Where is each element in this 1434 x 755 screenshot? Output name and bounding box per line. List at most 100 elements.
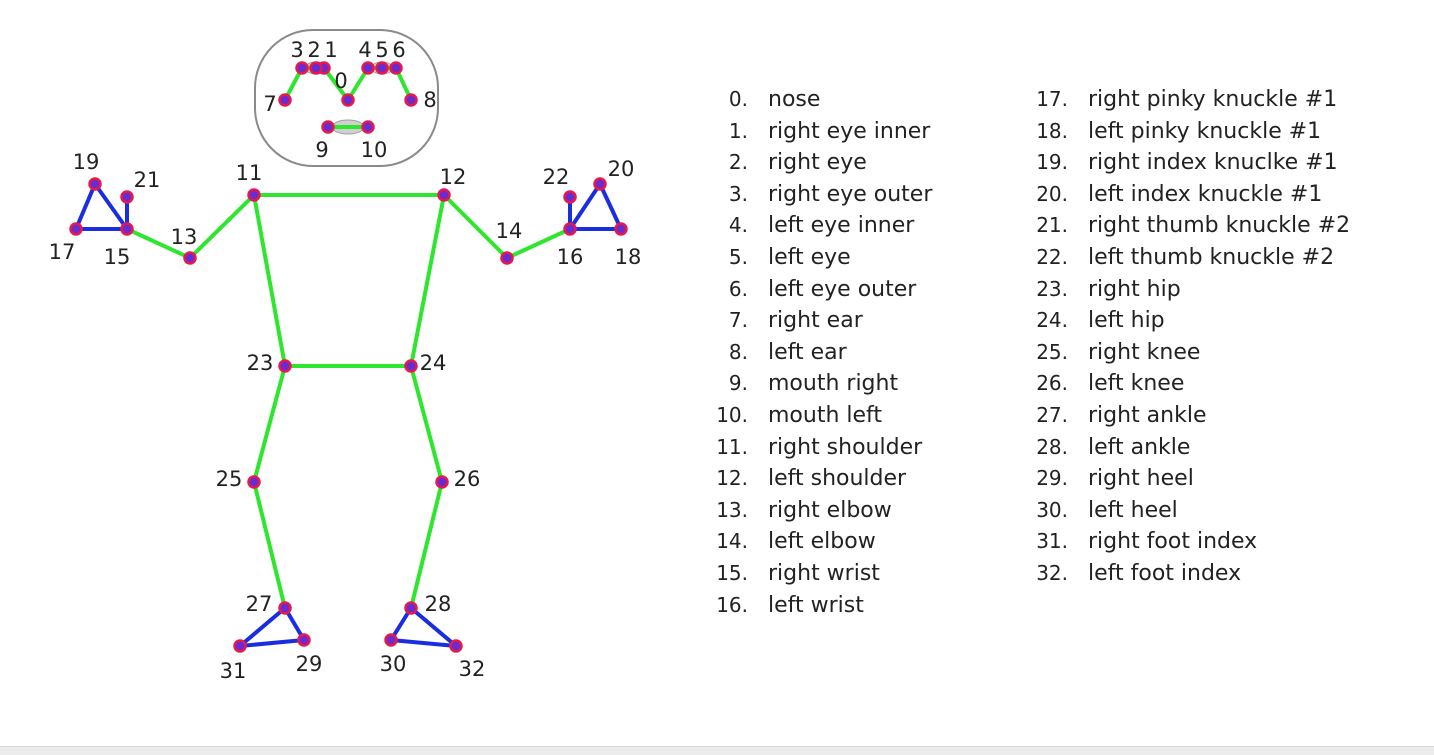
- keypoint-22: [563, 190, 577, 204]
- legend-item-label: right eye outer: [768, 181, 933, 207]
- legend-item: 12.left shoulder: [700, 463, 1020, 495]
- legend-item-label: right elbow: [768, 497, 892, 523]
- legend-item-label: left heel: [1088, 497, 1178, 523]
- legend-item: 1.right eye inner: [700, 116, 1020, 148]
- legend-item: 18. left pinky knuckle #1: [1020, 116, 1420, 148]
- keypoint-11: [247, 188, 261, 202]
- connections: [74, 66, 623, 648]
- legend-item-number: 8.: [728, 339, 748, 364]
- keypoint-label-19: 19: [73, 150, 100, 174]
- keypoint-17: [69, 222, 83, 236]
- keypoint-label-32: 32: [459, 657, 486, 681]
- legend-item: 11.right shoulder: [700, 432, 1020, 464]
- keypoint-32: [449, 639, 463, 653]
- legend-item-label: right thumb knuckle #2: [1088, 213, 1351, 239]
- keypoint-label-25: 25: [216, 467, 243, 491]
- legend-item: 26.left knee: [1020, 368, 1420, 400]
- legend-item-number: 7.: [728, 308, 748, 333]
- legend-item-number: 25.: [1036, 339, 1068, 364]
- keypoint-label-16: 16: [557, 245, 584, 269]
- legend-item-label: left hip: [1088, 308, 1165, 334]
- keypoint-label-23: 23: [247, 351, 274, 375]
- legend-item-number: 28.: [1036, 434, 1068, 459]
- legend-item-number: 14.: [716, 529, 748, 554]
- keypoint-7: [278, 93, 292, 107]
- keypoint-23: [278, 359, 292, 373]
- keypoint-29: [297, 633, 311, 647]
- keypoint-18: [614, 222, 628, 236]
- keypoint-label-27: 27: [246, 592, 273, 616]
- legend-item: 15.right wrist: [700, 558, 1020, 590]
- keypoint-label-9: 9: [315, 138, 328, 162]
- keypoint-30: [384, 633, 398, 647]
- limb-connection-30-32: [389, 638, 458, 648]
- keypoint-label-28: 28: [425, 592, 452, 616]
- body-connection-23-25: [252, 364, 287, 484]
- legend-item-number: 3.: [728, 181, 748, 206]
- keypoint-0: [341, 93, 355, 107]
- legend-item-label: right foot index: [1088, 529, 1258, 555]
- legend-item: 30.left heel: [1020, 495, 1420, 527]
- keypoint-5: [375, 61, 389, 75]
- legend-item: 20.left index knuckle #1: [1020, 179, 1420, 211]
- keypoint-15: [120, 222, 134, 236]
- limb-connection-18-20: [598, 182, 623, 231]
- legend-item: 23.right hip: [1020, 274, 1420, 306]
- legend-item-label: right knee: [1088, 339, 1201, 365]
- legend-item-label: right hip: [1088, 276, 1181, 302]
- legend-item-number: 6.: [728, 276, 748, 301]
- body-connection-26-28: [409, 480, 444, 610]
- keypoint-label-10: 10: [361, 138, 388, 162]
- legend-item: 21. right thumb knuckle #2: [1020, 210, 1420, 242]
- legend-item-label: left pinky knuckle #1: [1088, 118, 1322, 144]
- body-connection-12-24: [409, 193, 446, 368]
- keypoint-8: [404, 93, 418, 107]
- keypoint-label-21: 21: [134, 168, 161, 192]
- keypoint-label-2: 2: [307, 38, 320, 62]
- legend-item: 25. right knee: [1020, 337, 1420, 369]
- legend-item: 31.right foot index: [1020, 526, 1420, 558]
- legend-item-number: 9.: [728, 371, 748, 396]
- keypoint-12: [437, 188, 451, 202]
- legend-item-label: left index knuckle #1: [1088, 181, 1323, 207]
- legend-item-label: right eye: [768, 150, 867, 176]
- limb-connection-17-19: [74, 182, 97, 231]
- legend-item-number: 15.: [716, 560, 748, 585]
- keypoint-label-18: 18: [615, 245, 642, 269]
- limb-connection-29-31: [238, 638, 306, 648]
- keypoint-25: [247, 475, 261, 489]
- legend-item: 2.right eye: [700, 147, 1020, 179]
- keypoint-4: [361, 61, 375, 75]
- legend-item-number: 24.: [1036, 308, 1068, 333]
- keypoint-label-29: 29: [296, 652, 323, 676]
- keypoint-3: [295, 61, 309, 75]
- keypoint-label-0: 0: [334, 69, 347, 93]
- legend-item: 17.right pinky knuckle #1: [1020, 84, 1420, 116]
- legend-item: 32.left foot index: [1020, 558, 1420, 590]
- legend-item: 14.left elbow: [700, 526, 1020, 558]
- legend-item: 19.right index knuclke #1: [1020, 147, 1420, 179]
- limb-connection-16-20: [568, 182, 602, 231]
- keypoint-label-8: 8: [423, 88, 436, 112]
- legend-item: 5.left eye: [700, 242, 1020, 274]
- legend-item-label: left eye inner: [768, 213, 915, 239]
- legend-item-number: 21.: [1036, 213, 1068, 238]
- legend-item: 10.mouth left: [700, 400, 1020, 432]
- legend-item-label: right ear: [768, 308, 863, 334]
- keypoint-label-5: 5: [375, 38, 388, 62]
- body-connection-24-26: [409, 364, 444, 484]
- legend-item-number: 18.: [1036, 118, 1068, 143]
- keypoint-label-3: 3: [290, 38, 303, 62]
- legend-item-number: 22.: [1036, 244, 1068, 269]
- keypoint-26: [435, 475, 449, 489]
- limb-connection-28-32: [409, 606, 458, 648]
- legend-item-number: 29.: [1036, 466, 1068, 491]
- legend-item: 28.left ankle: [1020, 432, 1420, 464]
- keypoint-2: [309, 61, 323, 75]
- legend-item-number: 17.: [1036, 87, 1068, 111]
- legend-item-label: right heel: [1088, 466, 1194, 492]
- legend-item-number: 19.: [1036, 150, 1068, 175]
